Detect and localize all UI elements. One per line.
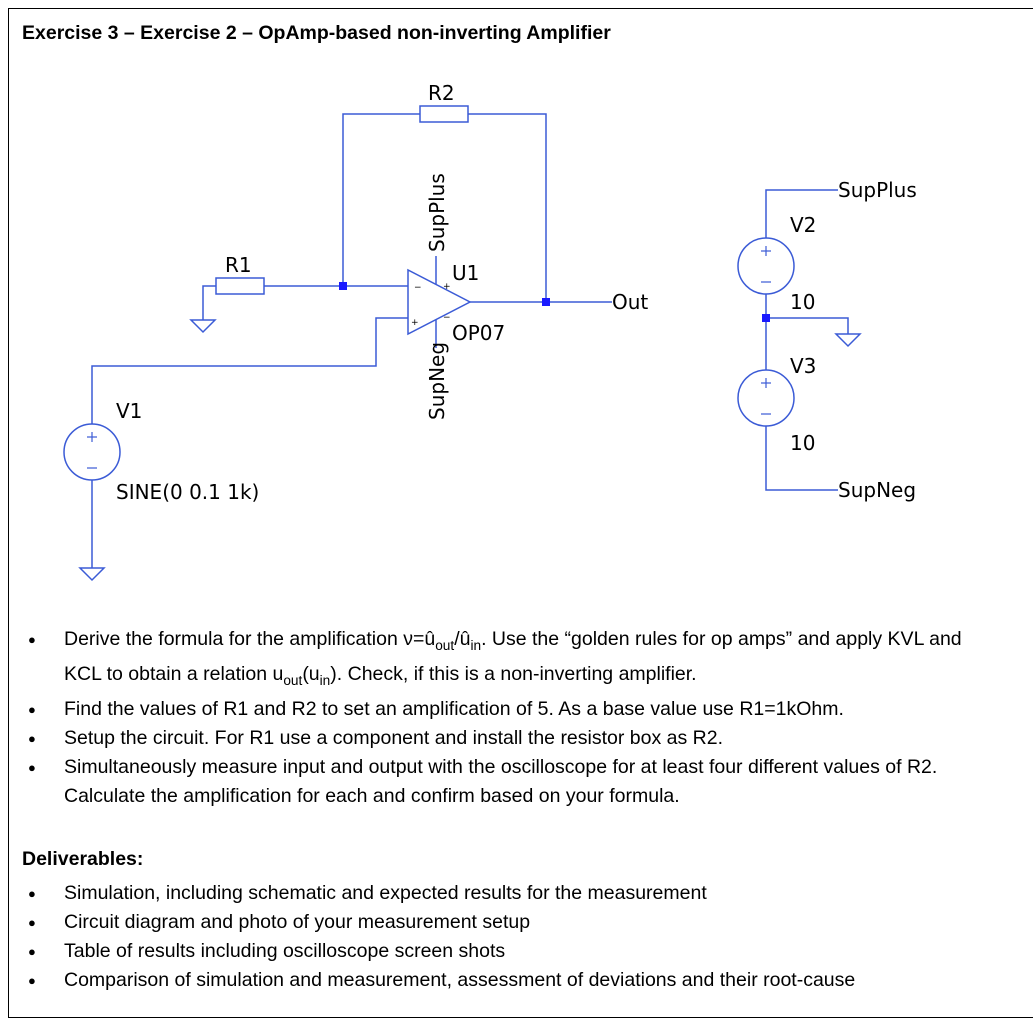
feedback-wire (342, 113, 420, 286)
supplus-wire (765, 189, 838, 238)
ground-wire-supply (766, 317, 849, 334)
deliverables-list: Simulation, including schematic and expe… (0, 879, 1000, 995)
task-item-derive: Derive the formula for the amplification… (0, 625, 1000, 695)
label-supneg-net: SupNeg (838, 478, 916, 502)
label-v3-value: 10 (790, 431, 815, 455)
circuit-schematic: − + + − R2 R1 SupPlus SupNeg U1 OP07 Out… (63, 81, 917, 582)
resistor-r1 (215, 277, 265, 295)
label-supneg-vertical: SupNeg (425, 342, 449, 420)
junction-node (762, 314, 770, 322)
label-v2-value: 10 (790, 290, 815, 314)
page-frame (8, 8, 1033, 1018)
deliverable-item: Comparison of simulation and measurement… (0, 966, 1000, 995)
input-wire (91, 317, 408, 424)
label-u1: U1 (452, 261, 479, 285)
ground-symbol-supply (834, 333, 862, 348)
label-v1: V1 (116, 399, 142, 423)
label-supplus-net: SupPlus (838, 178, 917, 202)
resistor-r2 (419, 105, 469, 123)
svg-text:−: − (414, 283, 422, 293)
label-supplus-vertical: SupPlus (425, 173, 449, 252)
label-r1: R1 (225, 253, 252, 277)
svg-text:+: + (411, 318, 419, 328)
deliverable-item: Table of results including oscilloscope … (0, 937, 1000, 966)
ground-symbol-v1 (78, 567, 106, 582)
svg-text:−: − (443, 313, 451, 323)
deliverables-heading: Deliverables: (22, 848, 144, 870)
label-out: Out (612, 290, 648, 314)
label-v3: V3 (790, 354, 816, 378)
task-list: Derive the formula for the amplification… (0, 625, 1000, 811)
label-r2: R2 (428, 81, 455, 105)
label-sine: SINE(0 0.1 1k) (116, 480, 259, 504)
label-op07: OP07 (452, 321, 505, 345)
page-title: Exercise 3 – Exercise 2 – OpAmp-based no… (22, 22, 611, 44)
label-v2: V2 (790, 213, 816, 237)
ground-symbol-r1 (189, 319, 217, 334)
r1-ground-wire (202, 285, 216, 320)
deliverable-item: Simulation, including schematic and expe… (0, 879, 1000, 908)
task-item-values: Find the values of R1 and R2 to set an a… (0, 695, 1000, 724)
junction-node (339, 282, 347, 290)
opamp-triangle (407, 268, 472, 336)
deliverable-item: Circuit diagram and photo of your measur… (0, 908, 1000, 937)
svg-text:+: + (443, 282, 451, 292)
task-item-measure: Simultaneously measure input and output … (0, 753, 1000, 811)
task-item-setup: Setup the circuit. For R1 use a componen… (0, 724, 1000, 753)
junction-node (542, 298, 550, 306)
supneg-wire (765, 426, 838, 491)
feedback-wire-right (468, 113, 547, 300)
